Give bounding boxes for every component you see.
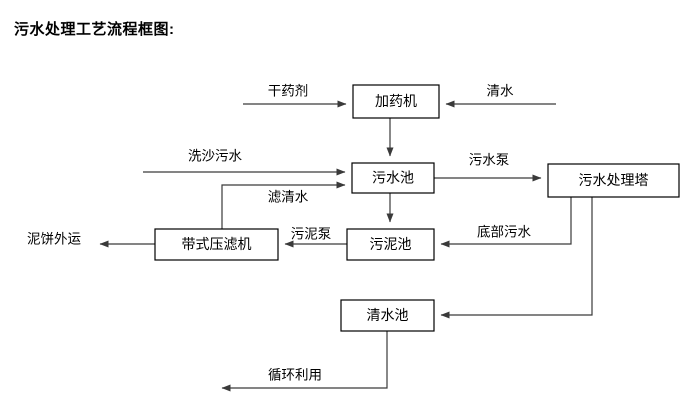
edge-clear-water-pool-to-recycle xyxy=(221,331,388,392)
edge-label-bottom-sewage: 底部污水 xyxy=(477,225,531,240)
edge-label-sand-wash-sewage: 洗沙污水 xyxy=(188,149,242,164)
edge-label-sewage-pump: 污水泵 xyxy=(469,153,510,168)
edge-tower-to-sludge-pool xyxy=(440,197,572,248)
node-box-belt-filter xyxy=(154,228,279,261)
node-box-dosing-machine xyxy=(352,84,440,119)
node-label-belt-filter: 带式压滤机 xyxy=(182,236,252,252)
node-dosing-machine[interactable]: 加药机 xyxy=(352,84,440,119)
node-box-sludge-pool xyxy=(346,228,435,261)
node-box-clear-water-pool xyxy=(340,299,435,332)
node-belt-filter[interactable]: 带式压滤机 xyxy=(154,228,279,261)
page-title: 污水处理工艺流程框图: xyxy=(14,21,175,38)
edge-label-clean-water-in: 清水 xyxy=(487,84,515,99)
node-label-clear-water-pool: 清水池 xyxy=(367,307,409,323)
node-label-treatment-tower: 污水处理塔 xyxy=(579,172,649,188)
node-treatment-tower[interactable]: 污水处理塔 xyxy=(547,163,680,198)
node-label-dosing-machine: 加药机 xyxy=(375,93,417,109)
node-label-sewage-pool: 污水池 xyxy=(372,170,414,186)
edges-layer xyxy=(99,100,593,392)
node-box-treatment-tower xyxy=(547,163,680,198)
edge-label-dry-reagent: 干药剂 xyxy=(268,84,309,99)
node-clear-water-pool[interactable]: 清水池 xyxy=(340,299,435,332)
edge-label-sludge-pump: 污泥泵 xyxy=(291,227,332,242)
node-label-sludge-pool: 污泥池 xyxy=(370,236,412,252)
edge-filtrate-to-sewage-pool xyxy=(221,181,346,229)
edge-tower-to-clear-water-pool xyxy=(440,197,593,319)
edge-label-recycle-use: 循环利用 xyxy=(268,368,322,383)
node-sludge-pool[interactable]: 污泥池 xyxy=(346,228,435,261)
node-sewage-pool[interactable]: 污水池 xyxy=(351,162,435,194)
edge-label-mud-cake-out: 泥饼外运 xyxy=(27,232,81,247)
edge-label-filtrate-water: 滤清水 xyxy=(268,190,309,205)
node-box-sewage-pool xyxy=(351,162,435,194)
